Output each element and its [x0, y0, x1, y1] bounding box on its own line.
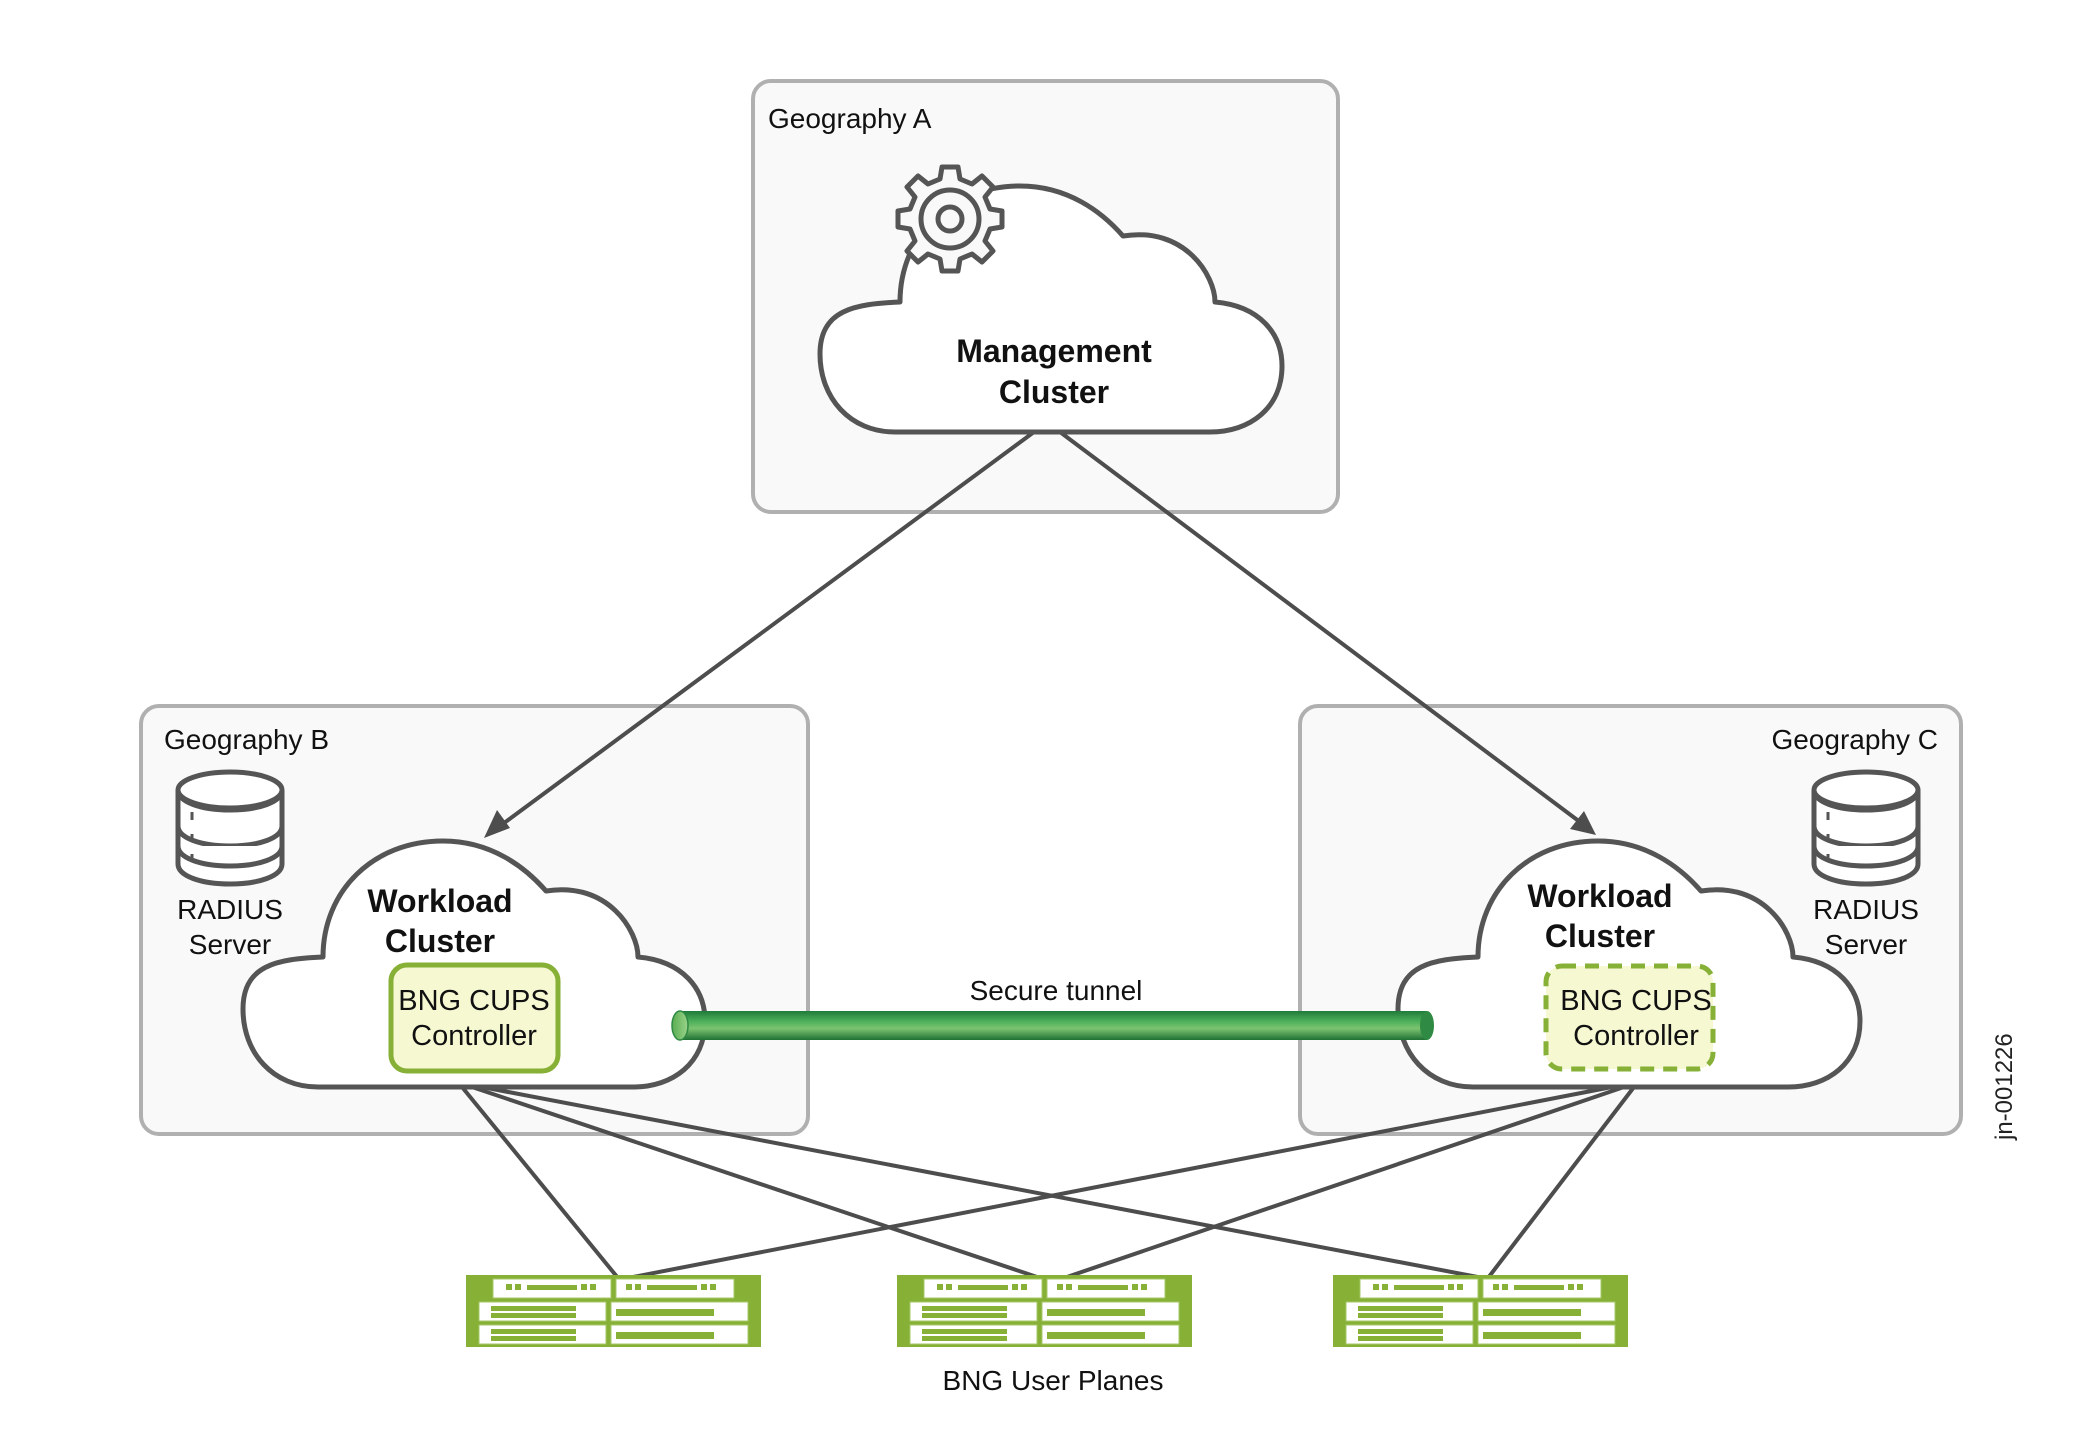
radius-server-c[interactable]: RADIUS Server: [1813, 772, 1919, 960]
link-c-to-up1: [627, 1085, 1613, 1280]
bng-user-plane-3[interactable]: [1332, 1274, 1629, 1348]
link-mgmt-to-workload-c: [1058, 430, 1582, 824]
connections: [460, 430, 1636, 1280]
bng-user-planes: BNG User Planes: [465, 1274, 1629, 1396]
workload-cluster-b[interactable]: Workload Cluster BNG CUPS Controller: [243, 841, 705, 1087]
geography-b-label: Geography B: [164, 724, 329, 755]
arrowhead-workload-c: [1570, 811, 1596, 835]
database-icon: [178, 772, 282, 884]
management-cluster[interactable]: Management Cluster: [820, 164, 1282, 432]
radius-server-b[interactable]: RADIUS Server: [177, 772, 283, 960]
gear-icon: [895, 164, 1005, 274]
link-mgmt-to-workload-b: [498, 430, 1036, 828]
link-b-to-up2: [471, 1085, 1041, 1280]
radius-c-label-line1: RADIUS: [1813, 894, 1919, 925]
geography-a-label: Geography A: [768, 103, 932, 134]
link-b-to-up3: [481, 1085, 1484, 1280]
secure-tunnel[interactable]: Secure tunnel: [671, 975, 1434, 1041]
radius-b-label-line1: RADIUS: [177, 894, 283, 925]
controller-b-label-line2: Controller: [411, 1020, 537, 1052]
bng-user-plane-2[interactable]: [896, 1274, 1193, 1348]
workload-cluster-c[interactable]: Workload Cluster BNG CUPS Controller: [1398, 841, 1860, 1087]
radius-b-label-line2: Server: [189, 929, 271, 960]
link-c-to-up3: [1486, 1085, 1636, 1280]
tunnel-end-right: [1420, 1011, 1434, 1040]
link-b-to-up1: [460, 1085, 620, 1280]
bng-cups-controller-active[interactable]: BNG CUPS Controller: [388, 962, 561, 1074]
geography-c-label: Geography C: [1771, 724, 1938, 755]
management-cluster-label-line2: Cluster: [999, 374, 1109, 410]
figure-id: jn-001226: [1991, 1033, 2018, 1141]
secure-tunnel-label: Secure tunnel: [970, 975, 1143, 1006]
management-cluster-label-line1: Management: [956, 333, 1152, 369]
bng-cups-controller-standby[interactable]: BNG CUPS Controller: [1543, 963, 1716, 1072]
workload-b-label-line1: Workload: [367, 883, 512, 919]
bng-user-plane-1[interactable]: [465, 1274, 762, 1348]
controller-b-label-line1: BNG CUPS: [398, 985, 549, 1017]
link-c-to-up2: [1063, 1085, 1625, 1280]
controller-c-label-line2: Controller: [1573, 1020, 1699, 1052]
database-icon: [1814, 772, 1918, 884]
radius-c-label-line2: Server: [1825, 929, 1907, 960]
bng-user-planes-label: BNG User Planes: [943, 1365, 1164, 1396]
tunnel-end-left: [671, 1010, 689, 1041]
controller-c-label-line1: BNG CUPS: [1560, 985, 1711, 1017]
tunnel-pipe: [680, 1011, 1427, 1040]
workload-c-label-line1: Workload: [1527, 878, 1672, 914]
workload-c-label-line2: Cluster: [1545, 918, 1655, 954]
arrowhead-workload-b: [484, 810, 510, 838]
workload-b-label-line2: Cluster: [385, 923, 495, 959]
